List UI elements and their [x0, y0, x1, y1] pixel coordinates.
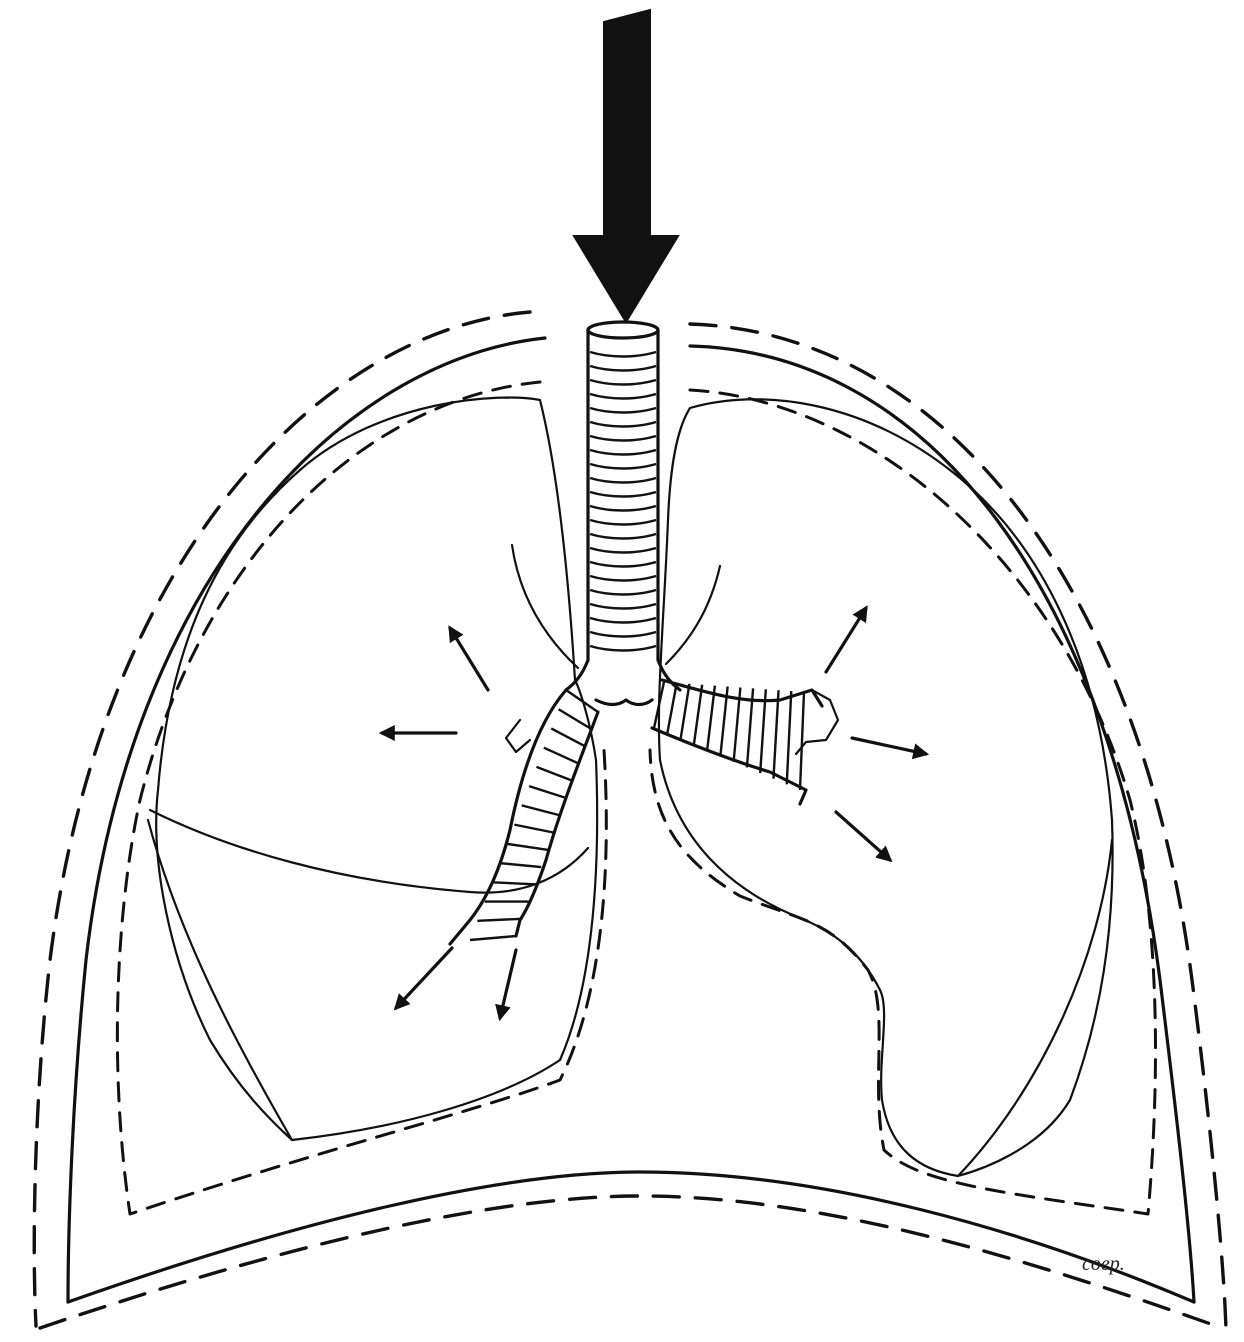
trachea-ring — [590, 618, 656, 623]
bronchus-ring — [500, 863, 542, 867]
right-lung-oblique-fissure — [148, 820, 292, 1140]
trachea-ring — [590, 632, 656, 637]
trachea-ring — [590, 422, 656, 427]
right-lung-horizontal-fissure — [150, 810, 588, 893]
bronchus-ring — [477, 919, 522, 921]
pleura-inner-dashed-left — [117, 382, 606, 1214]
trachea-ring — [590, 478, 656, 483]
trachea-ring — [590, 646, 656, 651]
trachea-ring — [590, 380, 656, 385]
bronchus-ring — [800, 692, 804, 790]
small-arrow-icon — [826, 608, 866, 672]
bronchus-ring — [529, 786, 566, 798]
trachea — [588, 322, 658, 660]
trachea-ring — [590, 520, 656, 525]
bronchus-ring — [514, 825, 554, 833]
trachea-ring — [590, 464, 656, 469]
small-arrow-icon — [396, 948, 452, 1008]
left-lung-outline — [659, 399, 1113, 1176]
right-hilum-fissure — [512, 545, 578, 668]
bronchus-ring — [667, 683, 676, 734]
right-main-bronchus — [450, 690, 598, 944]
trachea-ring — [590, 576, 656, 581]
trachea-ring — [590, 366, 656, 371]
small-arrow-icon — [500, 950, 516, 1018]
left-hilum-fissure — [666, 566, 720, 664]
small-arrow-icon — [836, 812, 890, 860]
trachea-ring — [590, 534, 656, 539]
bronchus-ring — [507, 844, 548, 850]
bronchus-ring — [544, 748, 579, 764]
trachea-ring — [590, 394, 656, 399]
right-lung-outline — [156, 397, 597, 1140]
artist-signature: coep. — [1082, 1253, 1125, 1275]
chest-wall-solid-right — [690, 346, 1194, 1302]
bronchus-ring — [522, 805, 560, 815]
trachea-ring — [590, 408, 656, 413]
trachea-ring — [590, 604, 656, 609]
pleura-inner-dashed-right — [650, 390, 1155, 1214]
bronchus-ring — [492, 882, 535, 884]
bronchus-ring — [536, 767, 572, 781]
bronchus-ring — [566, 690, 598, 712]
trachea-ring — [590, 506, 656, 511]
left-main-bronchus — [652, 680, 838, 804]
small-arrow-icon — [450, 628, 488, 690]
trachea-ring — [590, 436, 656, 441]
bronchus-ring — [787, 691, 792, 784]
trachea-ring — [590, 492, 656, 497]
small-arrow-icon — [852, 738, 926, 754]
trachea-ring — [590, 450, 656, 455]
bronchus-ring — [707, 686, 715, 751]
diaphragm-outer-dashed — [40, 1196, 1222, 1328]
bronchus-ring — [470, 936, 516, 940]
large-down-arrow-icon — [574, 10, 678, 322]
trachea-ring — [590, 562, 656, 567]
left-lung-oblique-fissure — [958, 840, 1112, 1176]
trachea-ring — [590, 548, 656, 553]
trachea-ring — [590, 590, 656, 595]
diaphragm-solid — [68, 1172, 1194, 1302]
chest-wall-outer-dashed-left — [34, 312, 530, 1326]
trachea-ring — [590, 352, 656, 357]
bronchus-ring — [551, 728, 585, 746]
expansion-arrows — [382, 608, 926, 1018]
bronchus-ring — [694, 685, 702, 745]
bronchus-ring — [773, 690, 778, 779]
bronchus-ring — [681, 684, 690, 739]
